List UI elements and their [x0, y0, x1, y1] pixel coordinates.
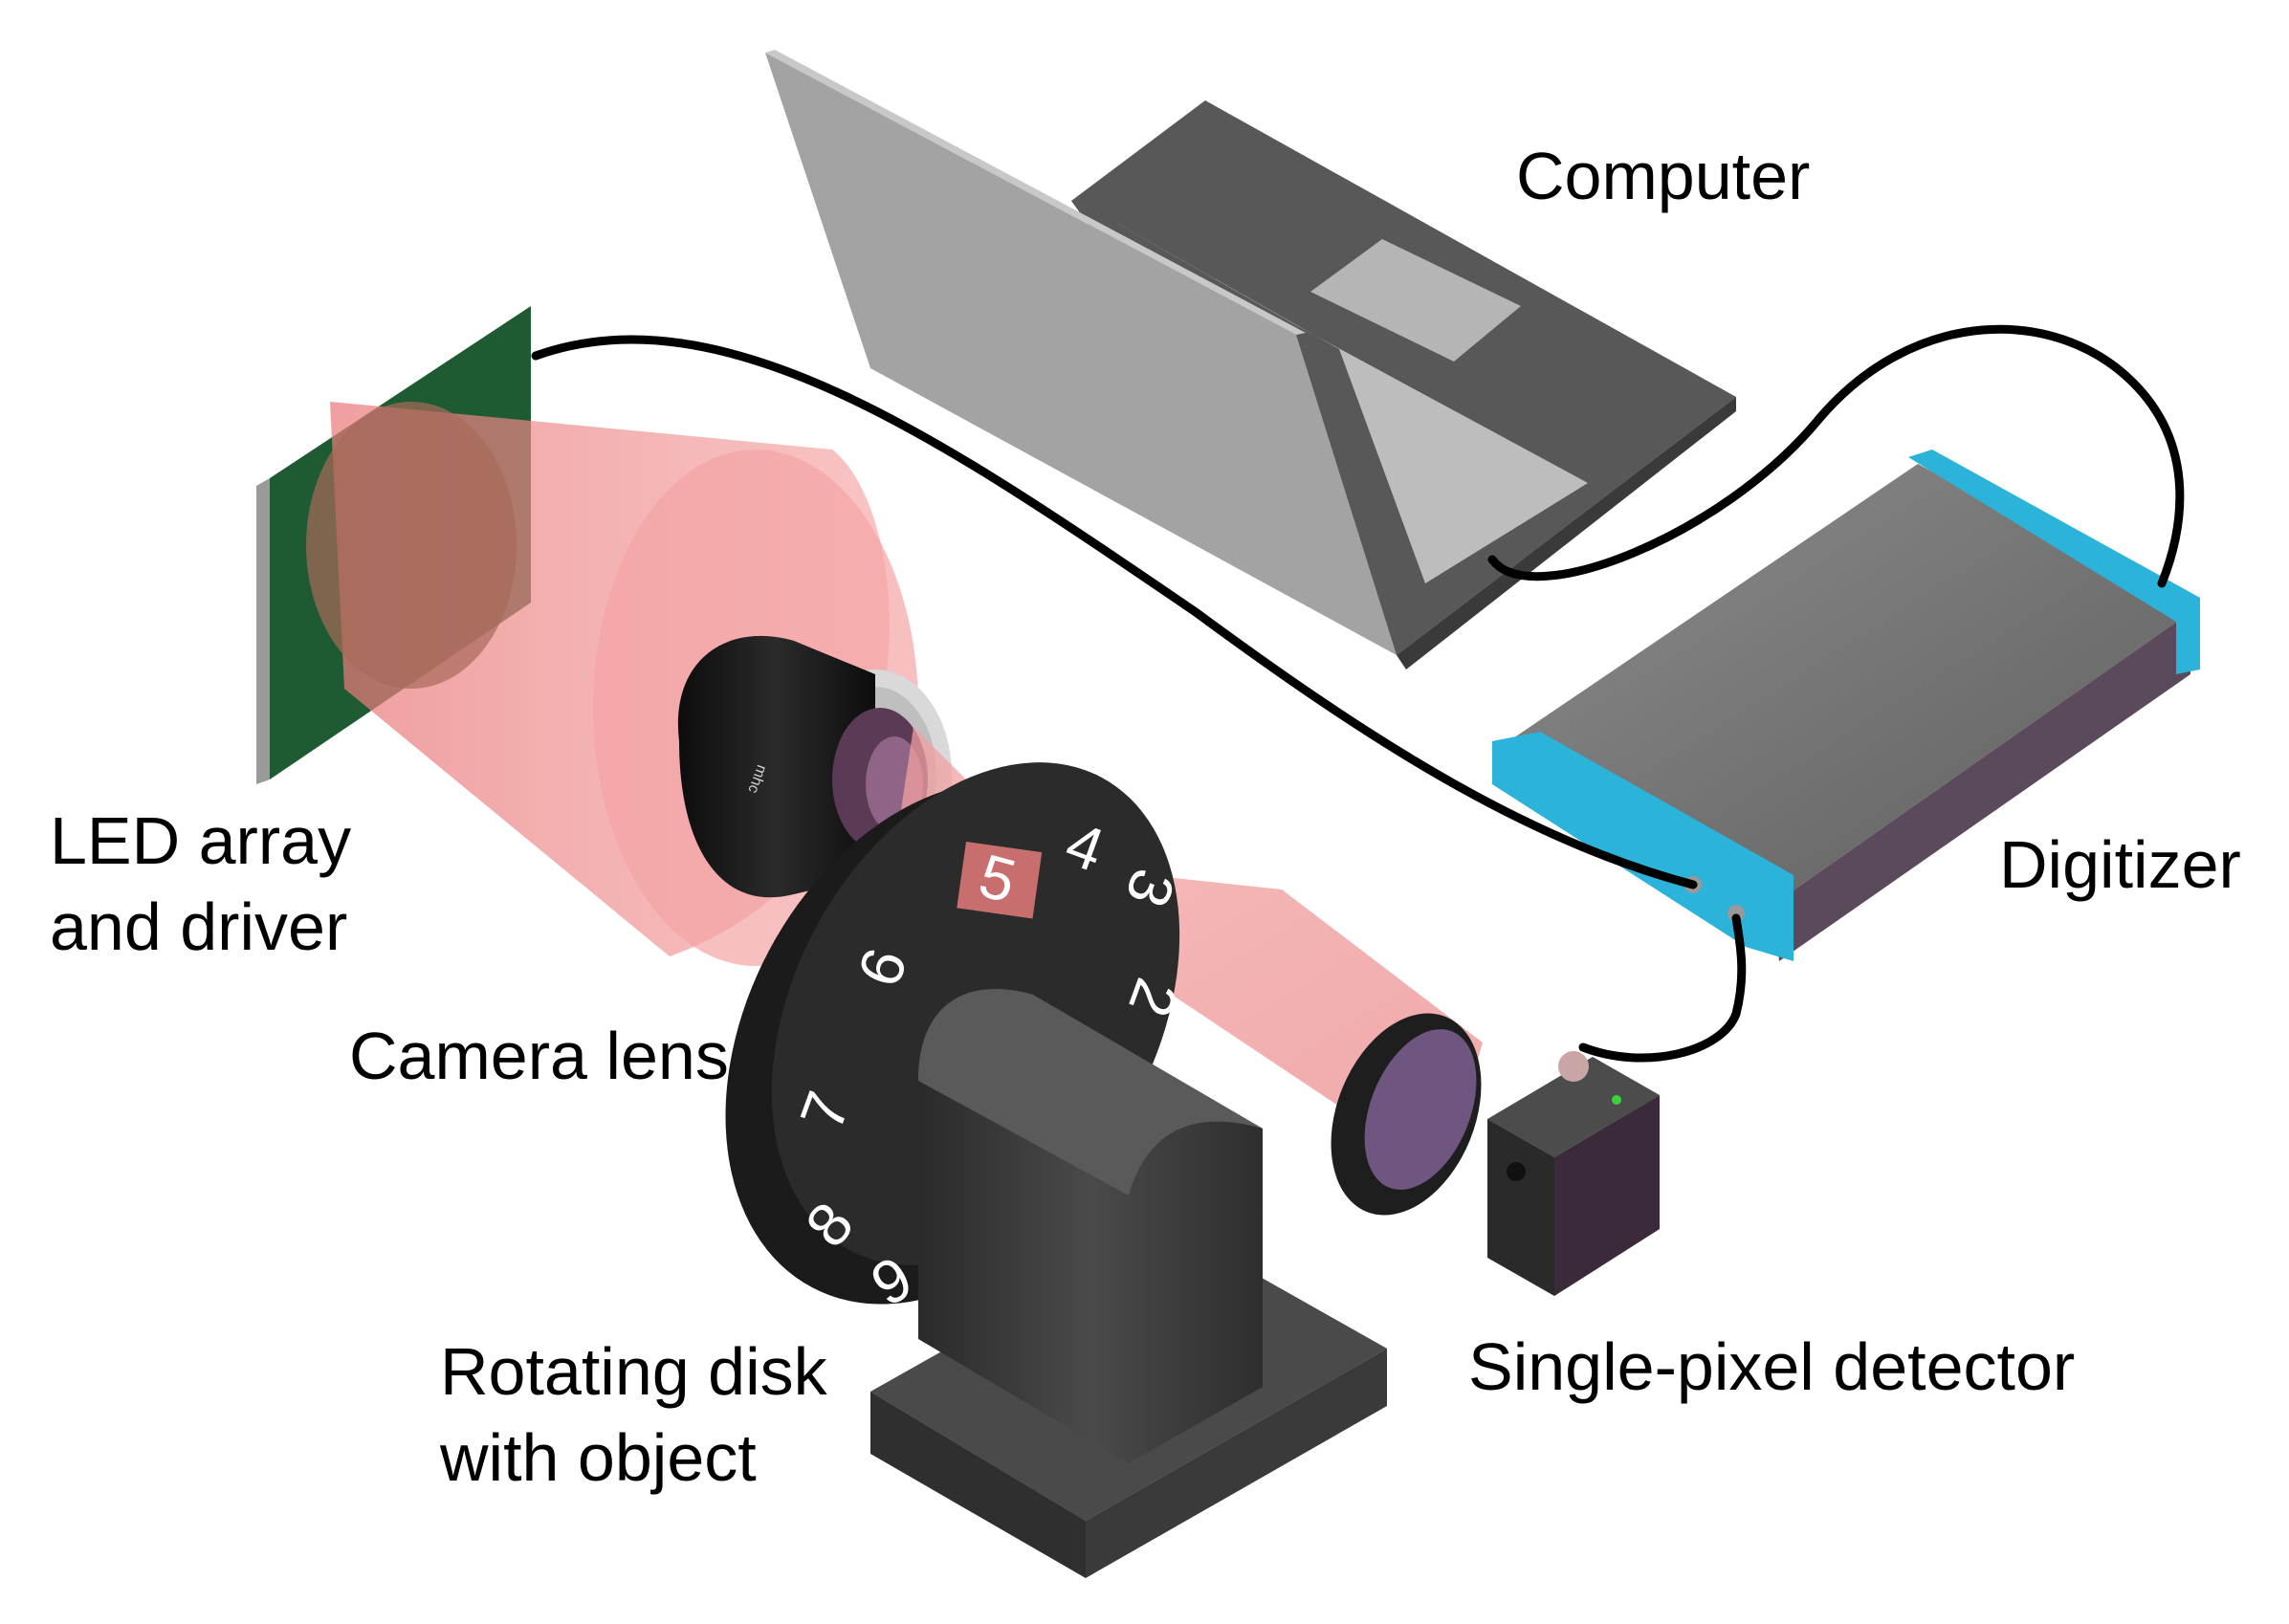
pedestal-column-top: [918, 989, 1263, 1196]
collect-lens-glass: [1364, 1029, 1477, 1190]
collecting-lens: [1331, 1013, 1482, 1216]
laptop-base: [1071, 100, 1736, 655]
digitizer-right-cap: [1908, 450, 2200, 674]
laptop-screen-back: [765, 53, 1397, 655]
detector-led-indicator: [1612, 1095, 1621, 1105]
digitizer-top: [1502, 464, 2190, 904]
label-computer: Computer: [1516, 139, 1811, 213]
pedestal-base-side: [1086, 1349, 1387, 1578]
detector-front: [1487, 1119, 1554, 1296]
disk-pedestal: [870, 989, 1387, 1578]
digitizer-device: [1492, 450, 2200, 961]
digitizer-front: [1774, 612, 2190, 961]
cable-detector-to-digitizer: [1578, 913, 1747, 1063]
digitizer-port-2: [1728, 905, 1745, 922]
label-digitizer: Digitizer: [1999, 827, 2241, 902]
light-cone-source-disc: [306, 402, 517, 689]
cable-computer-to-digitizer: [1487, 324, 2185, 588]
label-single-pixel-detector: Single-pixel detector: [1468, 1329, 2076, 1404]
detector-top: [1487, 1057, 1660, 1157]
disk-object-window: [957, 842, 1043, 919]
label-camera-lens: Camera lens: [349, 1019, 729, 1093]
detector-aperture: [1507, 1162, 1526, 1181]
pedestal-base-front: [870, 1392, 1086, 1578]
cables: [531, 324, 2185, 1063]
led-board-side: [256, 478, 270, 784]
laptop-touchpad: [1310, 239, 1521, 362]
detector-side: [1554, 1095, 1660, 1296]
single-pixel-detector: [1487, 1051, 1660, 1296]
lens-barrel: [677, 635, 875, 898]
label-led-array-line1: LED array: [50, 803, 352, 878]
laptop-base-edge: [1397, 397, 1736, 669]
label-led-array-line2: and driver: [50, 889, 348, 964]
label-rotating-disk-line1: Rotating disk: [440, 1334, 827, 1409]
digitizer-left-cap: [1492, 732, 1794, 961]
detector-connector: [1558, 1051, 1589, 1082]
laptop-screen-edge: [765, 50, 1306, 335]
laptop-screen-inner: [1086, 206, 1588, 583]
cable-led-to-digitizer: [531, 335, 1698, 889]
laptop-computer: [765, 50, 1736, 669]
label-rotating-disk-line2: with object: [440, 1420, 757, 1495]
